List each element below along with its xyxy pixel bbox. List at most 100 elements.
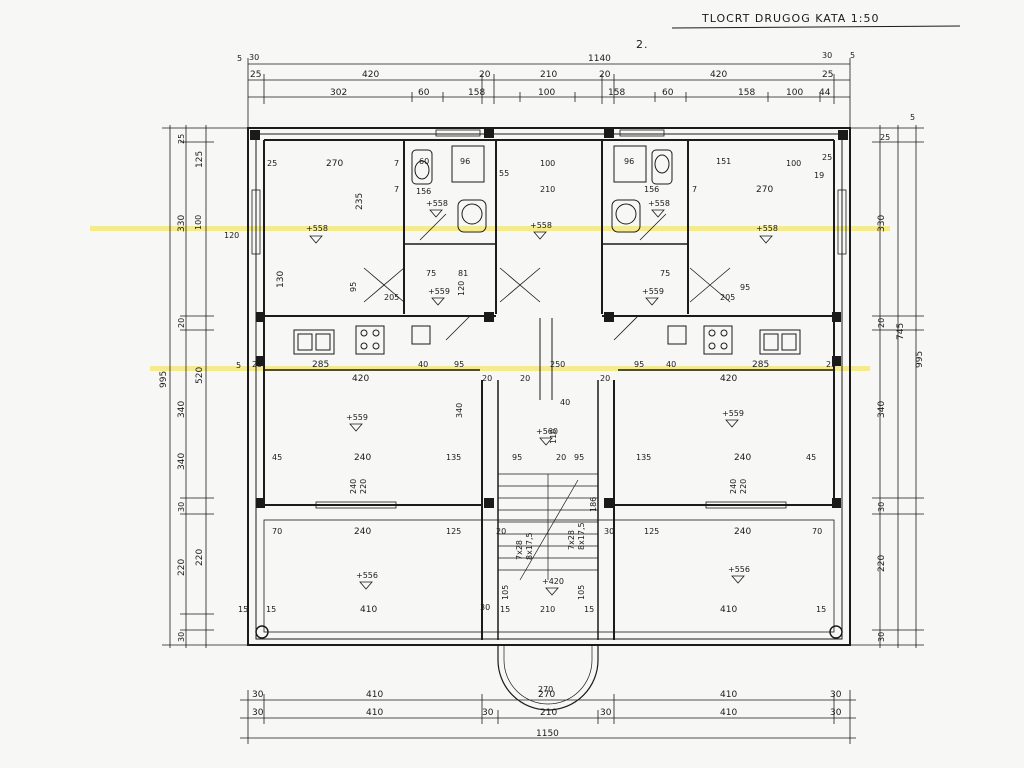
left-outer-dim: 30 — [177, 632, 186, 642]
level-marker: +556 — [728, 565, 750, 574]
sanitary-fixtures — [411, 145, 673, 233]
svg-text:105: 105 — [577, 585, 586, 600]
top-chain-dim: 420 — [710, 70, 727, 80]
svg-text:55: 55 — [499, 169, 509, 178]
right-chain-dim: 25 — [880, 133, 890, 142]
svg-text:7: 7 — [394, 185, 399, 194]
top-chain-dim: 20 — [479, 70, 491, 80]
stairs — [498, 473, 598, 581]
svg-text:420: 420 — [720, 374, 737, 384]
svg-text:70: 70 — [812, 527, 822, 536]
svg-text:270: 270 — [326, 159, 343, 169]
column-round — [255, 625, 269, 639]
bottom-row2-dim: 30 — [600, 708, 612, 718]
room-dims-bed-left: 25 270 7 235 95 205 75 — [267, 159, 436, 302]
svg-text:235: 235 — [355, 193, 365, 210]
left-outer-dim: 15 — [238, 605, 248, 614]
entry-arc — [497, 645, 599, 711]
top-subchain-dim: 60 — [662, 88, 674, 98]
bottom-row2-dim: 30 — [482, 708, 494, 718]
svg-text:20: 20 — [482, 374, 492, 383]
svg-text:40: 40 — [560, 398, 570, 407]
top-chain-dim: 210 — [540, 70, 557, 80]
top-total-dim: 1140 — [588, 54, 611, 64]
top-subchain-dim: 158 — [468, 88, 485, 98]
svg-text:25: 25 — [826, 360, 836, 369]
top-subchain-dim: 60 — [418, 88, 430, 98]
room-dims-living: 420 20 20 20 420 45 240 135 95 20 95 135… — [272, 374, 816, 463]
bottom-row2-dim: 410 — [720, 708, 737, 718]
left-small-dim: 5 — [236, 361, 241, 370]
left-mid-dim: 340 — [177, 401, 187, 418]
svg-text:240: 240 — [354, 453, 371, 463]
level-marker: +559 — [722, 409, 744, 418]
svg-text:205: 205 — [720, 293, 735, 302]
svg-text:240: 240 — [354, 527, 371, 537]
entry-width-dim: 270 — [538, 685, 553, 694]
level-marker: +558 — [530, 221, 552, 230]
svg-text:15: 15 — [584, 605, 594, 614]
svg-text:220: 220 — [359, 479, 368, 494]
windows — [251, 129, 847, 509]
bottom-row1-dim: 270 — [538, 690, 555, 700]
top-subchain-dim: 100 — [786, 88, 803, 98]
entry-arc-inner — [503, 645, 593, 705]
svg-text:270: 270 — [756, 185, 773, 195]
right-chain-dim: 20 — [877, 318, 886, 328]
svg-text:210: 210 — [540, 605, 555, 614]
room-dims-bath-right: 96 151 100 156 19 25 270 7 95 205 75 — [624, 153, 832, 302]
top-subchain-dim: 158 — [738, 88, 755, 98]
left-total-dim: 995 — [159, 371, 169, 388]
svg-text:20: 20 — [600, 374, 610, 383]
svg-text:19: 19 — [814, 171, 824, 180]
highlight-mark-lower — [150, 366, 870, 371]
svg-text:25: 25 — [267, 159, 277, 168]
left-outer-dim: 220 — [177, 559, 187, 576]
level-marker: +556 — [356, 571, 378, 580]
room-dims-window: 240 220 240 220 — [349, 479, 748, 494]
top-chain-dim: 420 — [362, 70, 379, 80]
room-dims-balcony: 70 240 125 20 125 240 70 30 30 15 410 15… — [266, 527, 826, 615]
top-chain-dim: 25 — [822, 70, 833, 80]
title-underline — [671, 25, 961, 29]
svg-text:95: 95 — [740, 283, 750, 292]
svg-text:156: 156 — [416, 187, 431, 196]
svg-text:25: 25 — [822, 153, 832, 162]
svg-text:30: 30 — [480, 603, 490, 612]
svg-text:186: 186 — [589, 497, 598, 512]
highlight-mark-upper — [90, 226, 890, 231]
svg-text:95: 95 — [454, 360, 464, 369]
svg-text:410: 410 — [360, 605, 377, 615]
right-chain-dim: 30 — [877, 632, 886, 642]
svg-text:20: 20 — [556, 453, 566, 462]
top-subchain-dim: 44 — [819, 88, 831, 98]
level-markers: +558 +558 +558 +558 +558 +559 +559 +559 … — [306, 199, 778, 596]
svg-text:100: 100 — [786, 159, 801, 168]
right-chain-dim: 340 — [877, 401, 887, 418]
left-outer-dim: 130 — [276, 271, 286, 288]
bottom-dimension-lines — [240, 690, 856, 744]
svg-text:7x28: 7x28 — [515, 540, 524, 560]
room-dims-stairs: 7x28 8x17,5 7x28 8x17,5 105 105 340 110 … — [455, 398, 598, 600]
level-marker: +420 — [542, 577, 564, 586]
svg-text:8x17,5: 8x17,5 — [577, 522, 586, 550]
svg-text:285: 285 — [312, 360, 329, 370]
top-dimension-lines — [247, 58, 851, 140]
svg-text:25: 25 — [252, 360, 262, 369]
right-dimension-lines — [850, 125, 924, 648]
left-outer-dim: 25 — [177, 134, 186, 144]
right-chain-dim: 220 — [877, 555, 887, 572]
top-left-corner-dim: 5 — [237, 54, 242, 63]
svg-text:240: 240 — [729, 479, 738, 494]
bottom-row2-dim: 30 — [830, 708, 842, 718]
svg-text:30: 30 — [604, 527, 614, 536]
svg-text:95: 95 — [512, 453, 522, 462]
top-subchain-dim: 100 — [538, 88, 555, 98]
svg-text:60: 60 — [419, 157, 429, 166]
svg-text:135: 135 — [636, 453, 651, 462]
svg-text:20: 20 — [520, 374, 530, 383]
svg-text:75: 75 — [426, 269, 436, 278]
level-marker: +558 — [426, 199, 448, 208]
drawing-title: TLOCRT DRUGOG KATA 1:50 — [701, 12, 880, 25]
